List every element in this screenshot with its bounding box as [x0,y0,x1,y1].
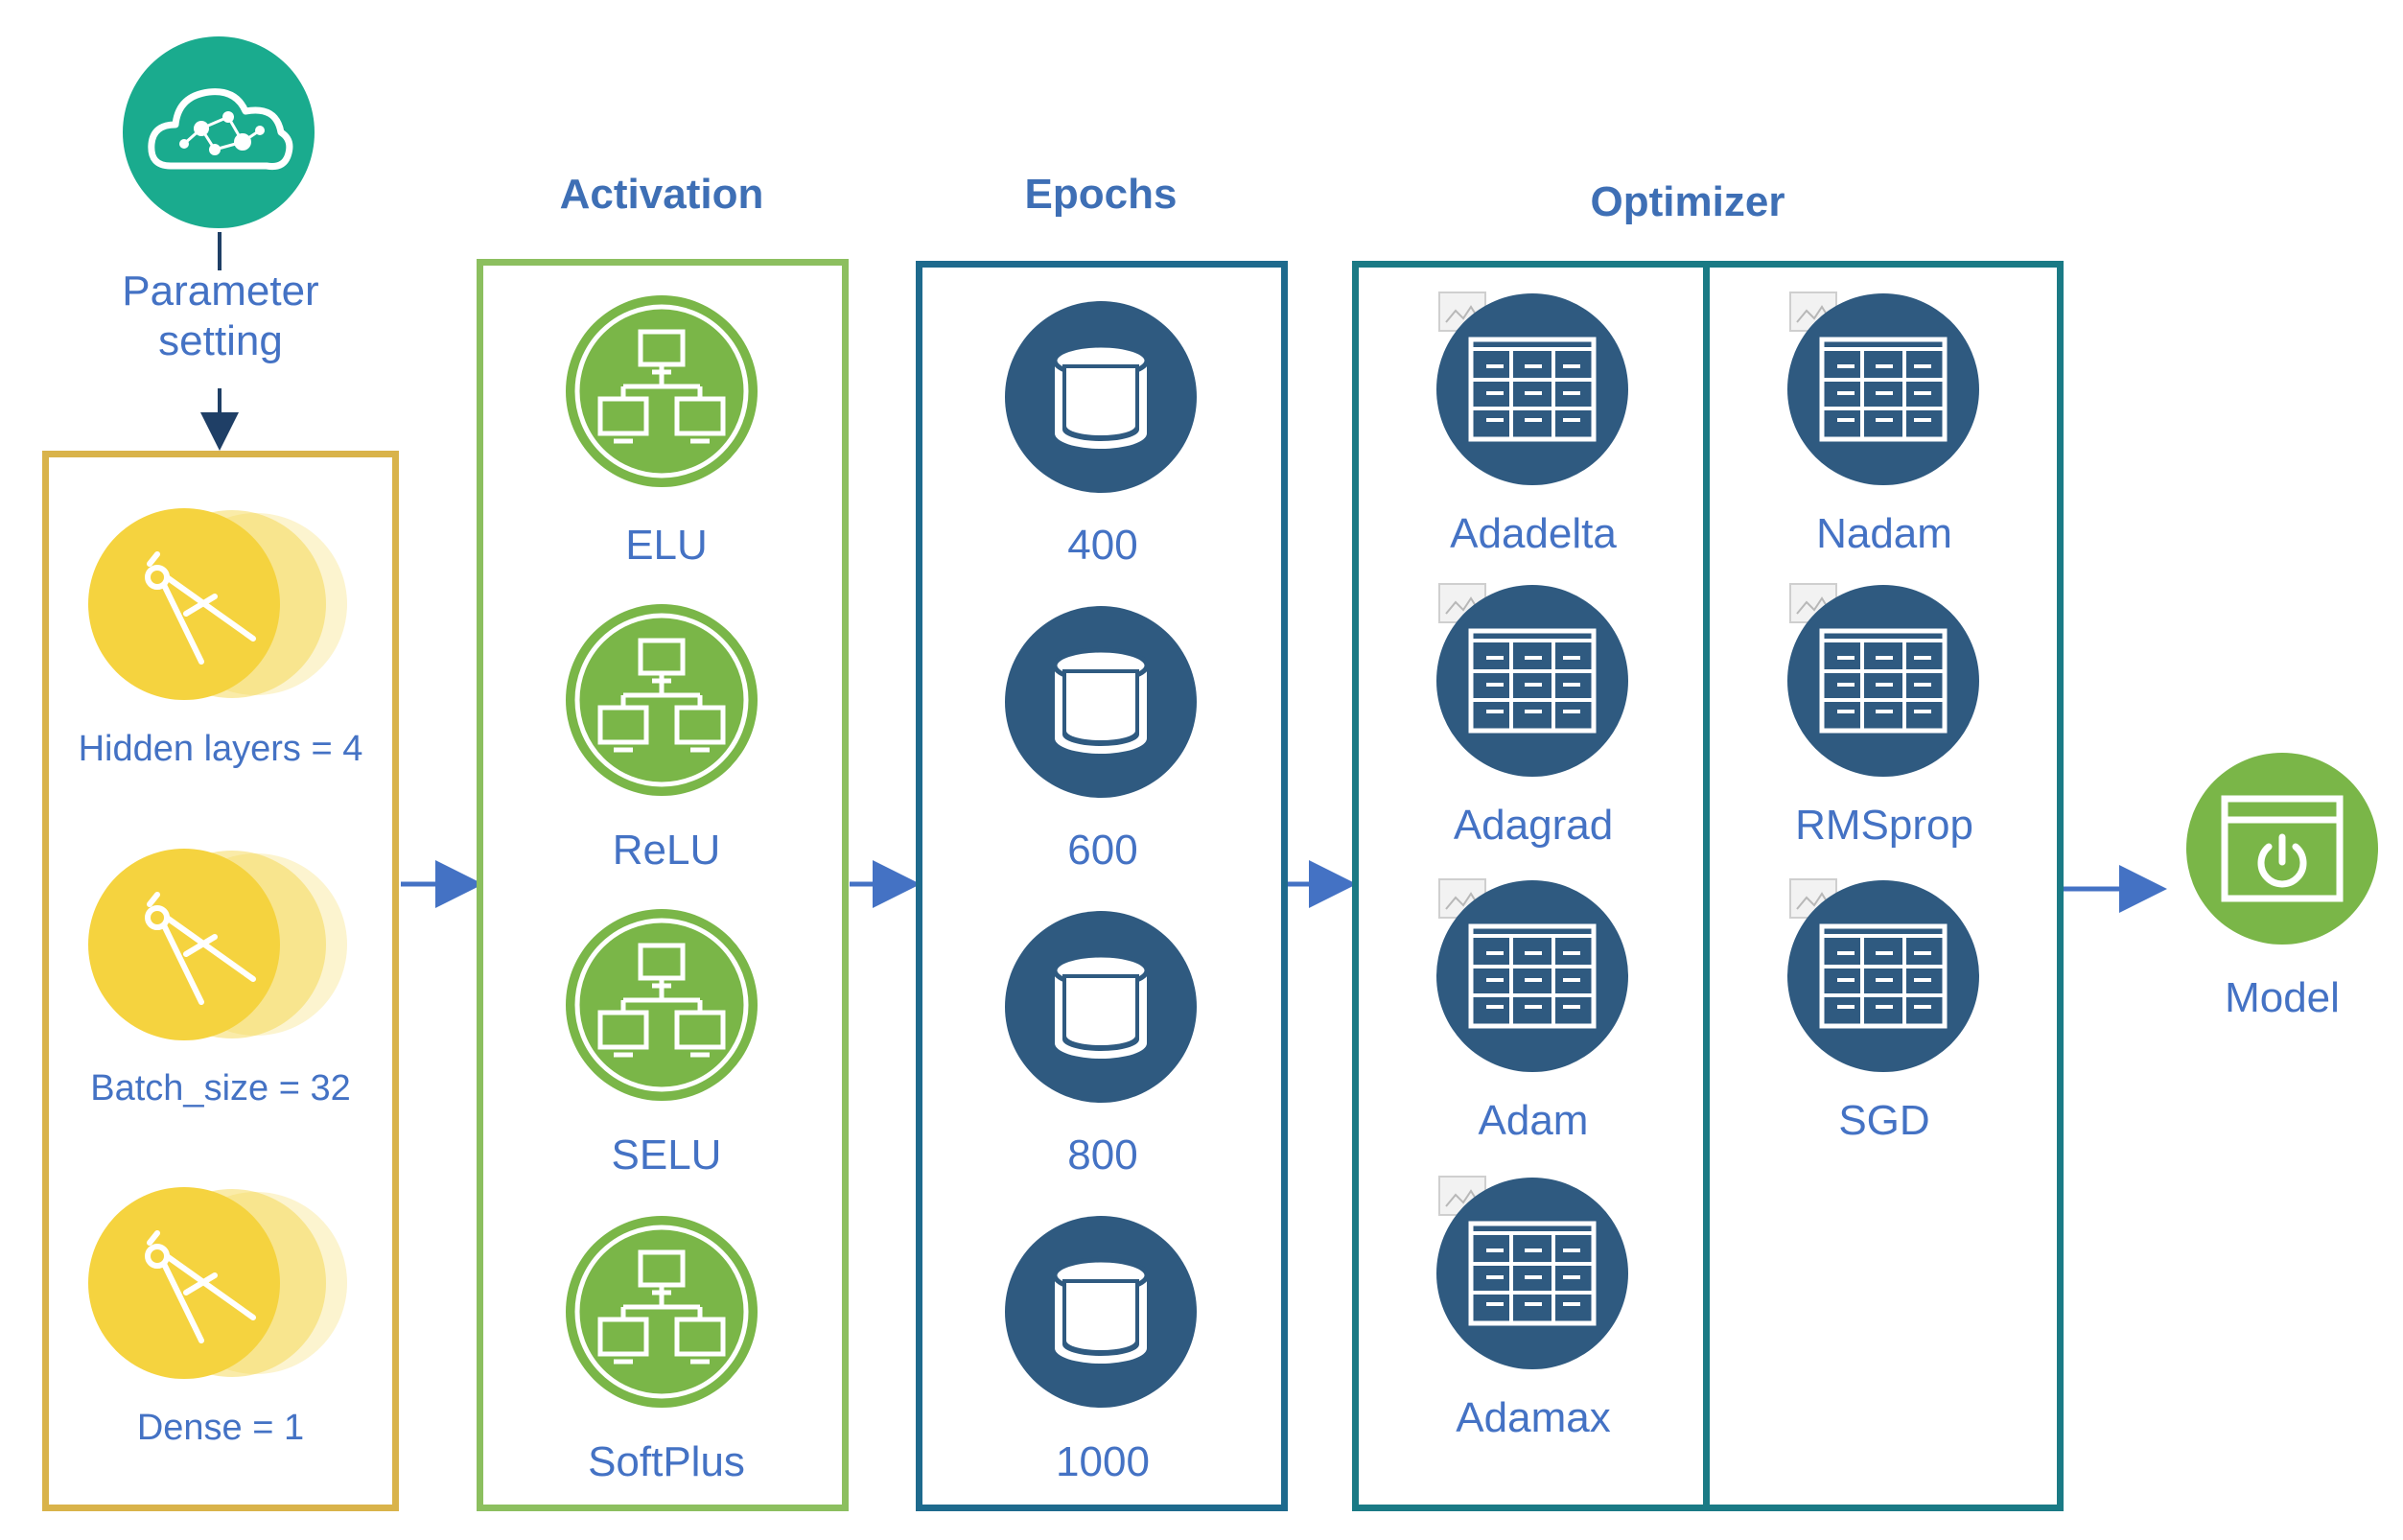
network-computers-icon [566,909,758,1101]
optimizer-title: Optimizer [1590,178,1785,225]
optimizer-right-item-2-label: SGD [1838,1097,1930,1144]
activation-item-0-label: ELU [625,522,708,569]
compass-icon [88,849,347,1040]
optimizer-left-item-0-icon-wrap [1436,293,1628,485]
param-item-dense-label: Dense = 1 [136,1408,305,1448]
optimizer-right-item-2-icon-wrap [1787,880,1979,1072]
table-grid-icon [1787,880,1979,1072]
parameter-label: Parameter setting [122,268,319,364]
optimizer-right-item-1-icon-wrap [1787,585,1979,777]
activation-item-3-icon-wrap [566,1216,758,1408]
network-computers-icon [566,1216,758,1408]
optimizer-left-item-1-label: Adagrad [1453,802,1614,849]
param-item-hidden-layers [88,508,357,700]
network-computers-icon [566,295,758,487]
activation-item-1-icon-wrap [566,604,758,796]
table-grid-icon [1787,585,1979,777]
epochs-item-1-label: 600 [1067,827,1138,874]
parameter-panel [42,451,399,1511]
network-computers-icon [566,604,758,796]
epochs-item-1-icon-wrap [1005,606,1197,798]
activation-item-0-icon-wrap [566,295,758,487]
optimizer-left-item-3-label: Adamax [1456,1394,1611,1441]
param-item-hidden-layers-label: Hidden layers = 4 [78,729,363,769]
table-grid-icon [1436,1178,1628,1369]
compass-icon [88,1187,347,1379]
activation-title: Activation [559,171,764,218]
activation-item-3-label: SoftPlus [588,1438,745,1485]
optimizer-left-item-0-label: Adadelta [1450,510,1617,557]
database-cylinder-icon [1005,911,1197,1103]
activation-item-2-icon-wrap [566,909,758,1101]
activation-item-1-label: ReLU [612,827,721,874]
optimizer-right-item-0-label: Nadam [1816,510,1952,557]
epochs-item-3-label: 1000 [1056,1438,1150,1485]
optimizer-left-item-2-label: Adam [1478,1097,1589,1144]
epochs-item-3-icon-wrap [1005,1216,1197,1408]
database-cylinder-icon [1005,1216,1197,1408]
database-cylinder-icon [1005,301,1197,493]
optimizer-right-item-0-icon-wrap [1787,293,1979,485]
compass-icon [88,508,347,700]
model-label: Model [2225,974,2340,1021]
optimizer-divider [1703,261,1710,1511]
optimizer-right-item-1-label: RMSprop [1795,802,1973,849]
table-grid-icon [1436,585,1628,777]
cloud-network-icon [123,36,315,228]
database-cylinder-icon [1005,606,1197,798]
activation-item-2-label: SELU [611,1132,722,1178]
epochs-item-0-icon-wrap [1005,301,1197,493]
epochs-title: Epochs [1024,171,1178,218]
epochs-item-0-label: 400 [1067,522,1138,569]
table-grid-icon [1436,880,1628,1072]
epochs-panel [916,261,1288,1511]
epochs-item-2-icon-wrap [1005,911,1197,1103]
power-window-icon [2186,753,2378,945]
table-grid-icon [1436,293,1628,485]
activation-panel [477,259,849,1511]
epochs-item-2-label: 800 [1067,1132,1138,1178]
parameter-node [123,36,315,228]
table-grid-icon [1787,293,1979,485]
param-item-batch-size-label: Batch_size = 32 [90,1068,351,1108]
model-node [2186,753,2378,945]
optimizer-left-item-3-icon-wrap [1436,1178,1628,1369]
param-item-batch-size [88,849,357,1040]
optimizer-left-item-1-icon-wrap [1436,585,1628,777]
optimizer-left-item-2-icon-wrap [1436,880,1628,1072]
param-item-dense [88,1187,357,1379]
